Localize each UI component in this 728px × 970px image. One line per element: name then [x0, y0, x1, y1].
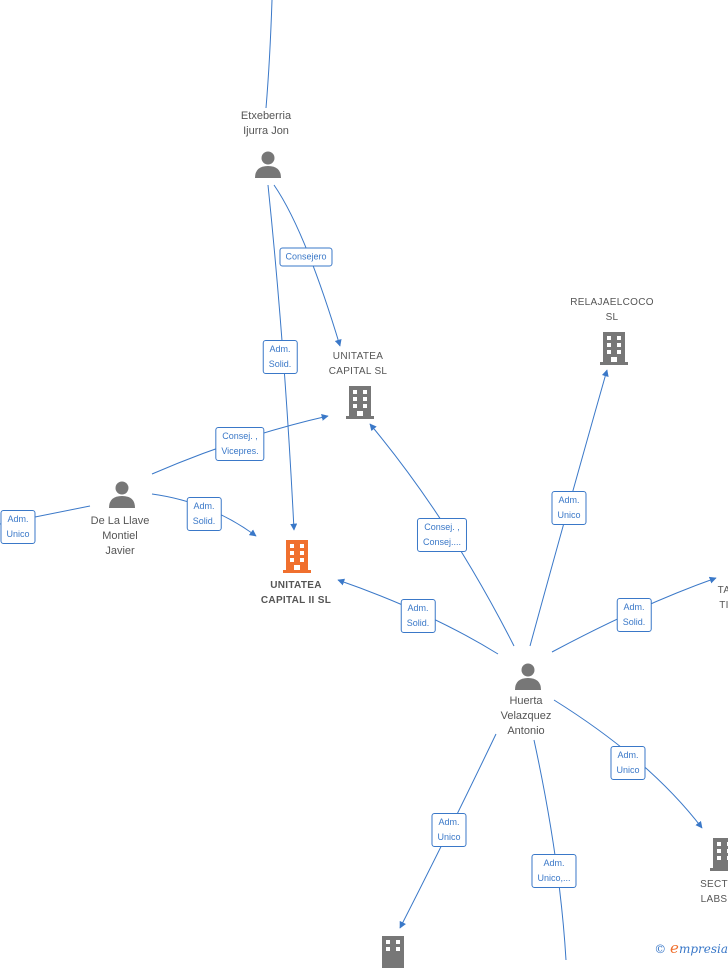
edge-label-adm-solid-etx[interactable]: Adm. Solid. — [262, 340, 298, 374]
building-icon-focus[interactable] — [282, 538, 312, 574]
node-label-ta-partial[interactable]: TA TI — [717, 585, 728, 611]
edge-label-adm-unico-bottom[interactable]: Adm. Unico — [431, 813, 467, 847]
building-icon[interactable] — [599, 330, 629, 366]
brand-e: e — [670, 939, 679, 957]
edge-line-adm-unico-more — [533, 739, 567, 960]
node-label-huerta[interactable]: Huerta Velazquez Antonio — [500, 695, 552, 737]
node-label-unitatea[interactable]: UNITATEA CAPITAL SL — [328, 351, 388, 377]
edge-label-adm-solid-huerta[interactable]: Adm. Solid. — [400, 599, 436, 633]
edge-label-adm-solid-ta[interactable]: Adm. Solid. — [616, 598, 652, 632]
edge-label-adm-unico-left[interactable]: Adm. Unico — [0, 510, 36, 544]
building-icon[interactable] — [345, 384, 375, 420]
brand-logo: © empresia — [654, 939, 728, 957]
node-label-de-la-llave[interactable]: De La Llave Montiel Javier — [90, 515, 150, 557]
building-icon[interactable] — [378, 934, 408, 970]
node-label-etxeberria[interactable]: Etxeberria Ijurra Jon — [240, 110, 292, 137]
edge-label-adm-unico-more[interactable]: Adm. Unico,... — [531, 854, 577, 888]
edge-label-consej-vicepres[interactable]: Consej. , Vicepres. — [215, 427, 265, 461]
edge-label-consej-huerta[interactable]: Consej. , Consej.... — [416, 518, 468, 552]
person-icon[interactable] — [513, 661, 543, 691]
person-icon[interactable] — [253, 149, 283, 179]
copyright-icon: © — [654, 942, 667, 956]
node-label-relajaelcoco[interactable]: RELAJAELCOCO SL — [570, 297, 654, 323]
node-label-unitatea-ii[interactable]: UNITATEA CAPITAL II SL — [260, 580, 332, 606]
edge-label-consejero[interactable]: Consejero — [279, 247, 333, 267]
edge-line-top — [265, 0, 273, 109]
building-icon[interactable] — [709, 836, 728, 872]
brand-name: mpresia — [678, 942, 728, 956]
node-label-sect-partial[interactable]: SECT LABS — [700, 879, 728, 905]
edge-label-adm-unico-relaj[interactable]: Adm. Unico — [551, 491, 587, 525]
edge-label-adm-unico-sect[interactable]: Adm. Unico — [610, 746, 646, 780]
person-icon[interactable] — [107, 479, 137, 509]
edge-label-adm-solid-llave[interactable]: Adm. Solid. — [186, 497, 222, 531]
